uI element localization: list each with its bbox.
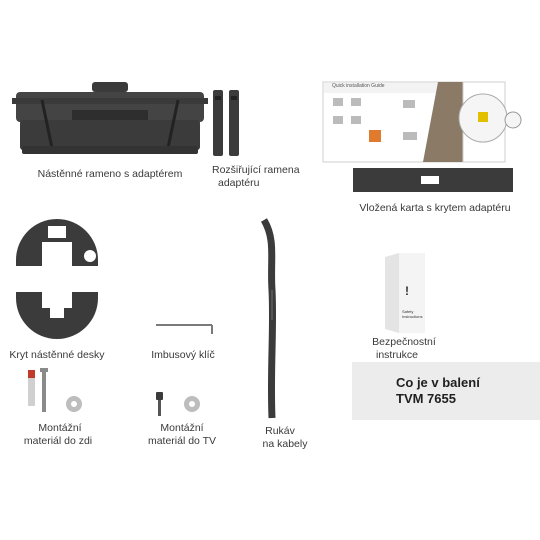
- safety-booklet-label-2: instrukce: [375, 349, 418, 361]
- safety-booklet-text-2: Instructions: [402, 314, 423, 319]
- safety-booklet-image: !: [385, 253, 425, 333]
- hex-key-image: [156, 324, 213, 334]
- package-contents-banner: Co je v balení TVM 7655: [352, 362, 540, 420]
- installation-card-image: [322, 81, 522, 192]
- safety-booklet-text-1: Safety: [402, 309, 414, 314]
- wall-plate-cover-image: [16, 219, 98, 339]
- installation-card-label: Vložená karta s krytem adaptéru: [359, 202, 511, 214]
- extension-arms-label-2: adaptéru: [218, 177, 260, 189]
- tv-hardware-image: [156, 392, 200, 416]
- cable-sleeve-label-2: na kabely: [262, 438, 308, 450]
- wall-arm-label: Nástěnné rameno s adaptérem: [37, 168, 183, 180]
- cable-sleeve-label-1: Rukáv: [265, 425, 295, 437]
- safety-booklet-label-1: Bezpečnostní: [372, 336, 436, 348]
- extension-arms-image: [213, 90, 239, 156]
- svg-text:!: !: [405, 284, 409, 298]
- banner-model: TVM 7655: [396, 391, 456, 406]
- wall-plate-cover-label: Kryt nástěnné desky: [9, 349, 105, 361]
- banner-title: Co je v balení: [396, 375, 480, 390]
- extension-arms-label-1: Rozšiřující ramena: [212, 164, 300, 176]
- tv-hardware-label-1: Montážní: [160, 422, 204, 434]
- hex-key-label: Imbusový klíč: [151, 349, 215, 361]
- wall-arm-image: [12, 82, 208, 154]
- wall-hardware-image: [28, 368, 82, 412]
- card-header-text: Quick installation Guide: [332, 83, 385, 89]
- tv-hardware-label-2: materiál do TV: [147, 435, 217, 447]
- wall-hardware-label-2: materiál do zdi: [23, 435, 93, 447]
- wall-hardware-label-1: Montážní: [38, 422, 82, 434]
- cable-sleeve-image: [260, 218, 277, 419]
